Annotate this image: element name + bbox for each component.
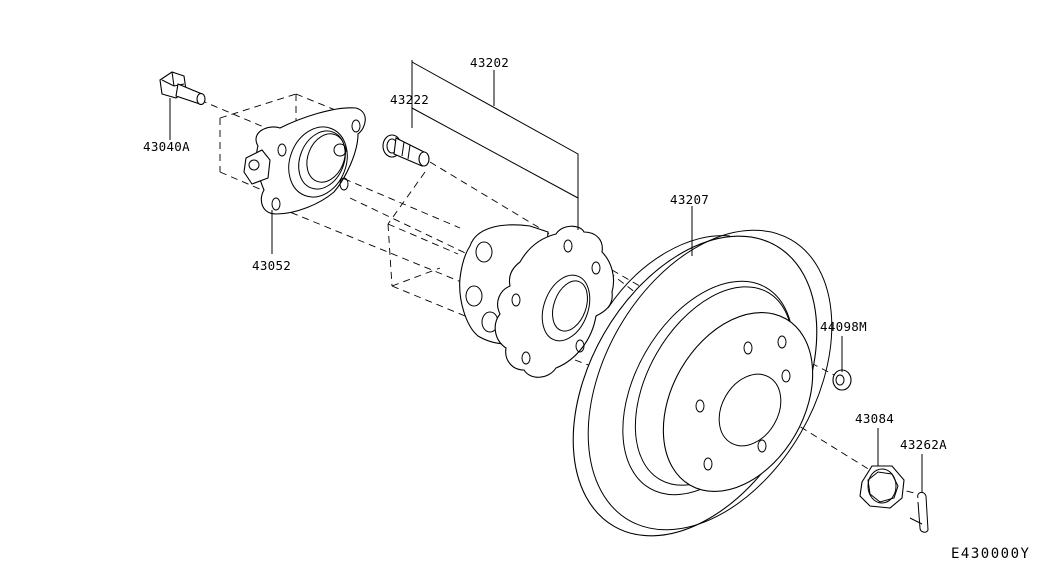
washer-44098M xyxy=(832,369,852,391)
label-43040A: 43040A xyxy=(143,139,190,154)
bolt-43040A xyxy=(159,71,206,106)
label-43222: 43222 xyxy=(390,92,429,107)
label-44098M: 44098M xyxy=(820,319,867,334)
cotter-pin-43262A xyxy=(909,491,929,533)
brake-rotor-43207 xyxy=(572,229,833,537)
label-43207: 43207 xyxy=(670,192,709,207)
leader-lines xyxy=(169,60,923,492)
hub-assembly-43202 xyxy=(459,224,615,378)
diagram-code: E430000Y xyxy=(951,546,1030,562)
label-43052: 43052 xyxy=(252,258,291,273)
wheel-stud-43222 xyxy=(382,134,430,167)
label-43262A: 43262A xyxy=(900,437,947,452)
hub-housing-43052 xyxy=(243,107,366,215)
label-43202: 43202 xyxy=(470,55,509,70)
axle-nut-43084 xyxy=(859,465,905,509)
label-43084: 43084 xyxy=(855,411,894,426)
